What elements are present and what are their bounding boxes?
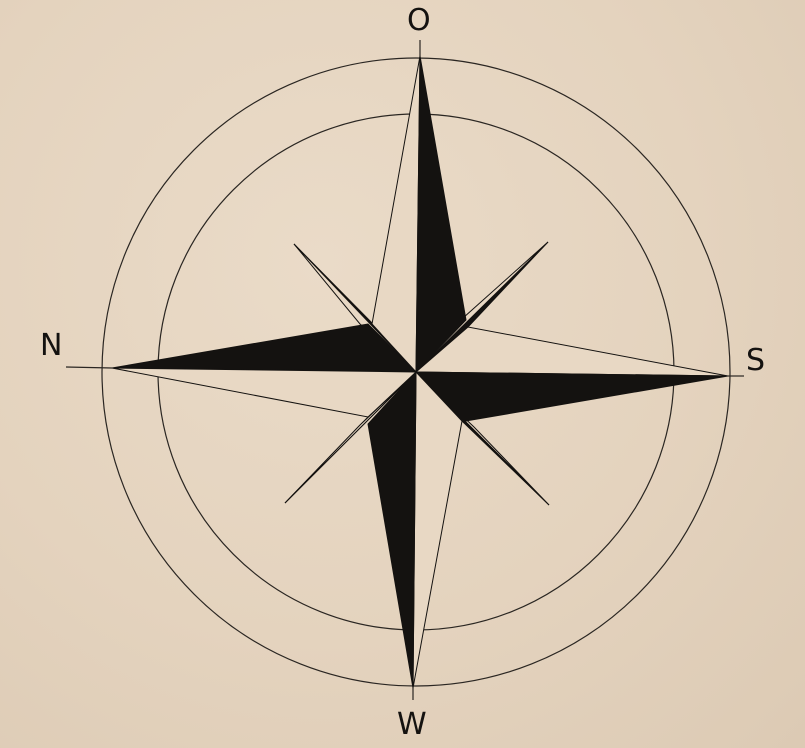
label-left: N [40, 331, 62, 361]
point-bottom-light [413, 372, 462, 688]
point-left-dark [112, 324, 416, 372]
axis-line-left [66, 367, 112, 368]
point-right-dark [416, 372, 728, 422]
point-right-light [416, 327, 728, 376]
label-top: O [407, 6, 431, 36]
label-right: S [746, 346, 765, 376]
point-bottom-dark [368, 372, 416, 688]
point-top-light [372, 56, 420, 372]
point-top-dark [416, 56, 466, 372]
cardinal-points [112, 56, 728, 688]
point-left-light [112, 368, 416, 417]
label-bottom: W [397, 710, 427, 740]
